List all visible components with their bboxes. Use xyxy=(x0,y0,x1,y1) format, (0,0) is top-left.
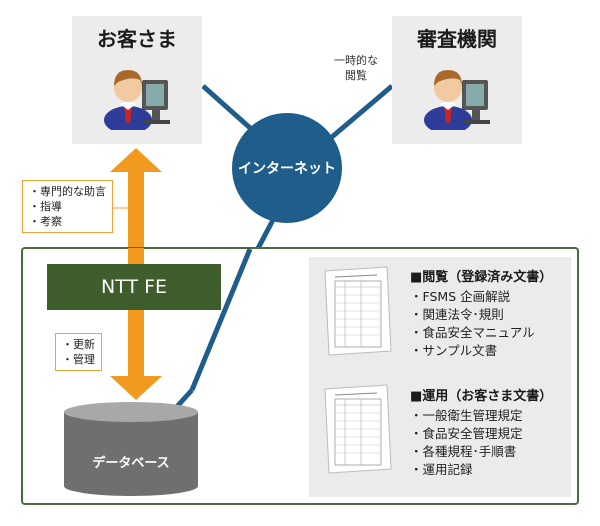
operation-item: ・一般衛生管理規定 xyxy=(410,408,523,423)
temporary-viewing-note: 一時的な 閲覧 xyxy=(334,53,378,83)
note-line-2: 閲覧 xyxy=(345,69,367,82)
line-internet-database-inner xyxy=(189,248,253,391)
browse-item: ・関連法令･規則 xyxy=(410,307,504,322)
maint-callout: ・更新 ・管理 xyxy=(55,333,102,371)
nttfe-label: NTT FE xyxy=(100,276,168,298)
arrow-shaft-segment xyxy=(128,248,144,264)
note-line-1: 一時的な xyxy=(334,54,378,67)
operation-item: ・各種規程･手順書 xyxy=(410,444,517,459)
maint-item: ・更新 xyxy=(62,338,95,351)
maint-item: ・管理 xyxy=(62,353,95,366)
advice-item: ・指導 xyxy=(29,200,62,213)
database-label: データベース xyxy=(92,456,170,471)
browse-item: ・サンプル文書 xyxy=(410,343,498,358)
document-thumbnail-icon xyxy=(324,266,392,356)
operation-item: ・食品安全管理規定 xyxy=(410,426,523,441)
line-auditor-internet xyxy=(324,84,394,144)
operation-section-title: ■運用（お客さま文書） xyxy=(410,389,553,404)
person-at-computer-icon xyxy=(104,70,170,130)
customer-title: お客さま xyxy=(97,27,177,51)
browse-item: ・FSMS 企画解説 xyxy=(410,289,511,304)
auditor-title: 審査機関 xyxy=(417,27,497,51)
internet-label: インターネット xyxy=(238,161,336,177)
browse-section-title: ■閲覧（登録済み文書） xyxy=(410,270,553,285)
advice-callout: ・専門的な助言 ・指導 ・考察 xyxy=(22,180,113,233)
browse-item: ・食品安全マニュアル xyxy=(410,325,535,340)
auditor-card: 審査機関 xyxy=(392,16,522,144)
operation-item: ・運用記録 xyxy=(410,462,473,477)
arrow-head-down xyxy=(110,376,162,400)
customer-card: お客さま xyxy=(72,16,202,144)
advice-item: ・専門的な助言 xyxy=(29,185,106,198)
person-at-computer-icon xyxy=(424,70,490,130)
document-thumbnail-icon xyxy=(324,384,392,474)
database-body xyxy=(64,412,198,496)
nttfe-box: NTT FE xyxy=(47,264,221,310)
database-top xyxy=(64,402,198,422)
internet-node: インターネット xyxy=(232,113,342,223)
advice-item: ・考察 xyxy=(29,215,62,228)
arrow-shaft-segment xyxy=(128,310,144,376)
